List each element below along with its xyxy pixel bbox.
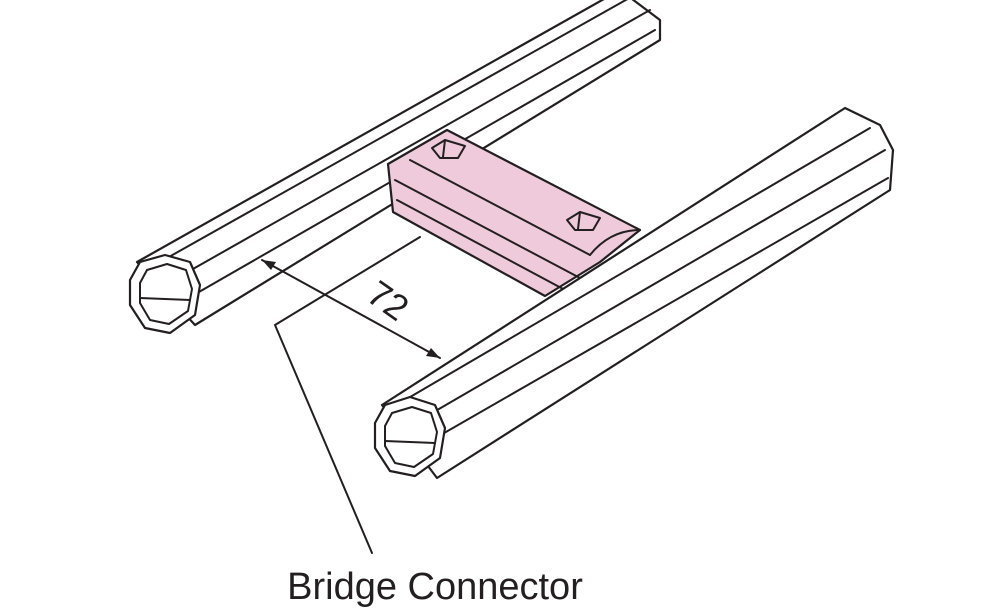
- hex-bolt-icon: [431, 139, 466, 159]
- dimension-72: 72: [261, 259, 441, 359]
- hex-bolt-icon: [566, 211, 601, 231]
- bridge-connector: [386, 128, 642, 298]
- front-tube: [373, 106, 895, 480]
- part-label: Bridge Connector: [287, 566, 583, 608]
- leader-line: [274, 236, 421, 554]
- dimension-value: 72: [360, 272, 416, 329]
